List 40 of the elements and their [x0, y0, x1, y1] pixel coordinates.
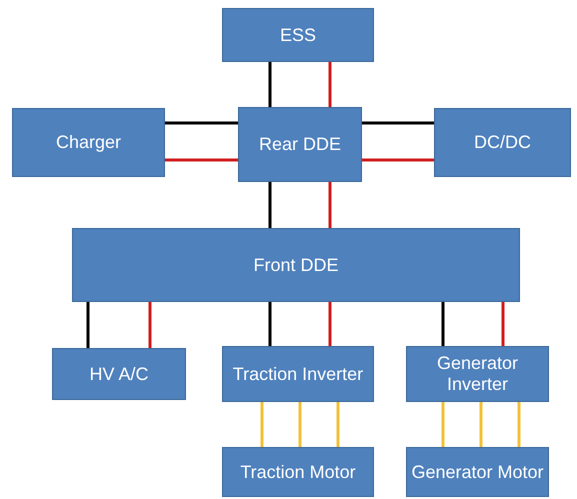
- connector-line: [328, 302, 332, 346]
- connector-line: [480, 402, 482, 447]
- component-label: Traction Motor: [240, 462, 356, 482]
- component-label: Generator Inverter: [436, 353, 520, 395]
- connector-line: [165, 122, 238, 124]
- component-box: [72, 228, 520, 302]
- connector-line: [165, 158, 238, 162]
- component-label: Charger: [56, 132, 122, 153]
- connector-line: [442, 302, 444, 346]
- component-box: [222, 447, 374, 497]
- component-box: [406, 447, 549, 497]
- connector-line: [148, 302, 152, 348]
- connector-line: [518, 402, 520, 447]
- component-box: [222, 8, 374, 62]
- component-label: ESS: [280, 24, 316, 46]
- component-label: Generator Motor: [411, 462, 544, 482]
- connector-line: [86, 302, 90, 348]
- connector-line: [268, 302, 272, 346]
- connector-line: [298, 402, 302, 447]
- connector-line: [362, 158, 434, 162]
- connector-line: [260, 402, 264, 447]
- connector-line: [336, 402, 340, 447]
- component-box: [406, 346, 549, 402]
- component-label: Rear DDE: [258, 134, 342, 155]
- connector-line: [502, 302, 504, 346]
- component-box: [238, 107, 362, 182]
- component-box: [12, 108, 165, 177]
- component-box: [222, 346, 374, 402]
- component-box: [52, 348, 186, 400]
- connector-line: [328, 62, 332, 107]
- connector-line: [268, 62, 272, 107]
- component-label: HV A/C: [89, 364, 149, 384]
- connector-line: [362, 122, 434, 124]
- component-label: Front DDE: [253, 254, 339, 276]
- component-box: [434, 108, 571, 177]
- connector-line: [442, 402, 444, 447]
- component-label: Traction Inverter: [232, 364, 364, 384]
- connector-line: [268, 182, 272, 228]
- component-label: DC/DC: [474, 132, 531, 153]
- connector-line: [328, 182, 332, 228]
